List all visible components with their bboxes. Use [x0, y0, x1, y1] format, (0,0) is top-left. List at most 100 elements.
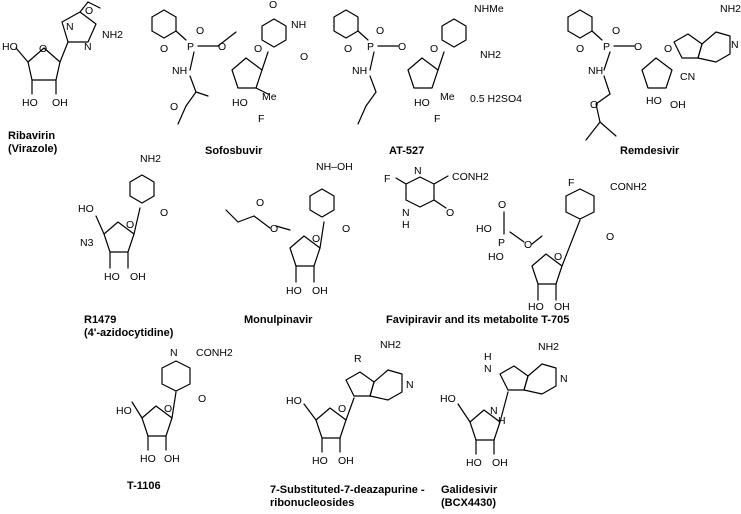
t705-structure: O HO P HO O O F CONH2 O HO OH	[476, 177, 647, 313]
svg-text:HO: HO	[140, 453, 156, 465]
t1106-structure: N CONH2 O HO O HO OH	[116, 347, 233, 465]
svg-text:NH: NH	[352, 65, 367, 77]
svg-text:H: H	[498, 415, 506, 427]
svg-text:OH: OH	[338, 455, 354, 467]
r1479-alias: (4'-azidocytidine)	[84, 327, 174, 339]
svg-text:OH: OH	[52, 97, 68, 109]
svg-text:HO: HO	[232, 97, 248, 109]
svg-text:P: P	[498, 237, 505, 249]
svg-text:HO: HO	[646, 95, 662, 107]
svg-text:NH: NH	[291, 19, 306, 31]
r1479-name: R1479	[84, 314, 117, 326]
svg-text:N: N	[406, 379, 414, 391]
svg-text:R: R	[354, 353, 362, 365]
svg-text:O: O	[430, 43, 438, 55]
svg-text:O: O	[270, 223, 278, 235]
svg-text:NH2: NH2	[380, 339, 401, 351]
svg-text:O: O	[338, 403, 346, 415]
svg-text:HO: HO	[116, 405, 132, 417]
svg-text:O: O	[344, 43, 352, 55]
at527-name: AT-527	[389, 145, 425, 157]
svg-text:HO: HO	[476, 223, 492, 235]
t1106-name: T-1106	[127, 480, 161, 492]
deazapurine-name-line2: ribonucleosides	[270, 497, 355, 509]
deazapurine-name: 7-Substituted-7-deazapurine -	[270, 484, 425, 496]
svg-text:O: O	[376, 25, 384, 37]
svg-text:O: O	[524, 239, 532, 251]
svg-text:N: N	[484, 363, 492, 375]
galidesivir-structure: H N NH2 N N H HO HO OH	[440, 341, 568, 469]
svg-text:F: F	[384, 173, 390, 185]
svg-text:OH: OH	[670, 99, 686, 111]
svg-text:OH: OH	[312, 285, 328, 297]
svg-text:F: F	[434, 113, 440, 125]
svg-text:OH: OH	[130, 271, 146, 283]
svg-text:NH: NH	[588, 65, 603, 77]
svg-text:F: F	[258, 113, 264, 125]
svg-text:N: N	[84, 41, 92, 53]
svg-text:N: N	[560, 373, 568, 385]
svg-text:NH2: NH2	[140, 153, 161, 165]
remdesivir-name: Remdesivir	[620, 145, 680, 157]
favipiravir-structure: F N CONH2 O N H	[384, 165, 489, 231]
svg-text:HO: HO	[312, 455, 328, 467]
svg-text:O: O	[269, 0, 277, 11]
svg-text:HO: HO	[414, 97, 430, 109]
svg-text:NH2: NH2	[538, 341, 559, 353]
svg-text:O: O	[634, 41, 642, 53]
svg-text:CN: CN	[680, 71, 695, 83]
salt-label: 0.5 H2SO4	[470, 93, 522, 105]
svg-text:O: O	[218, 41, 226, 53]
svg-text:O: O	[254, 43, 262, 55]
svg-text:O: O	[196, 25, 204, 37]
svg-text:NH2: NH2	[480, 49, 501, 61]
svg-text:H: H	[484, 351, 492, 363]
svg-text:OH: OH	[492, 457, 508, 469]
svg-text:N3: N3	[80, 237, 94, 249]
svg-text:P: P	[603, 41, 610, 53]
svg-text:O: O	[576, 43, 584, 55]
svg-text:CONH2: CONH2	[452, 171, 489, 183]
svg-text:OH: OH	[554, 301, 570, 313]
sofosbuvir-name: Sofosbuvir	[205, 145, 263, 157]
deazapurine-structure: R NH2 N O HO HO OH	[286, 339, 414, 467]
svg-text:HO: HO	[488, 251, 504, 263]
svg-text:N: N	[490, 405, 498, 417]
ring-oxygen: O	[39, 43, 47, 55]
favipiravir-name: Favipiravir and its metabolite T-705	[386, 314, 570, 326]
svg-text:HO: HO	[104, 271, 120, 283]
svg-text:H: H	[402, 219, 410, 231]
sofosbuvir-structure: O P O O NH O O O NH O Me HO F	[151, 0, 308, 125]
r1479-structure: O NH2 O HO N3 HO OH	[78, 153, 168, 283]
svg-text:O: O	[590, 99, 598, 111]
svg-text:O: O	[160, 43, 168, 55]
svg-text:O: O	[164, 403, 172, 415]
svg-text:O: O	[160, 207, 168, 219]
svg-text:O: O	[170, 101, 178, 113]
ribavirin-name: Ribavirin	[8, 130, 56, 142]
svg-text:O: O	[446, 207, 454, 219]
svg-text:HO: HO	[286, 395, 302, 407]
svg-text:O: O	[498, 199, 506, 211]
svg-text:N: N	[170, 347, 178, 359]
svg-text:P: P	[367, 41, 374, 53]
svg-text:N: N	[66, 21, 74, 33]
svg-text:O: O	[126, 219, 134, 231]
svg-text:F: F	[568, 177, 574, 189]
svg-text:HO: HO	[466, 457, 482, 469]
svg-text:N: N	[731, 39, 739, 51]
svg-text:NH2: NH2	[102, 29, 123, 41]
svg-text:O: O	[312, 233, 320, 245]
svg-text:HO: HO	[22, 97, 38, 109]
svg-text:O: O	[256, 197, 264, 209]
ribavirin-alias: (Virazole)	[8, 143, 58, 155]
svg-text:NH2: NH2	[720, 3, 741, 15]
svg-text:HO: HO	[286, 285, 302, 297]
monulpinavir-name: Monulpinavir	[244, 314, 313, 326]
svg-text:O: O	[612, 25, 620, 37]
svg-text:NH: NH	[172, 65, 187, 77]
svg-text:P: P	[187, 41, 194, 53]
svg-text:O: O	[554, 251, 562, 263]
svg-text:O: O	[300, 51, 308, 63]
